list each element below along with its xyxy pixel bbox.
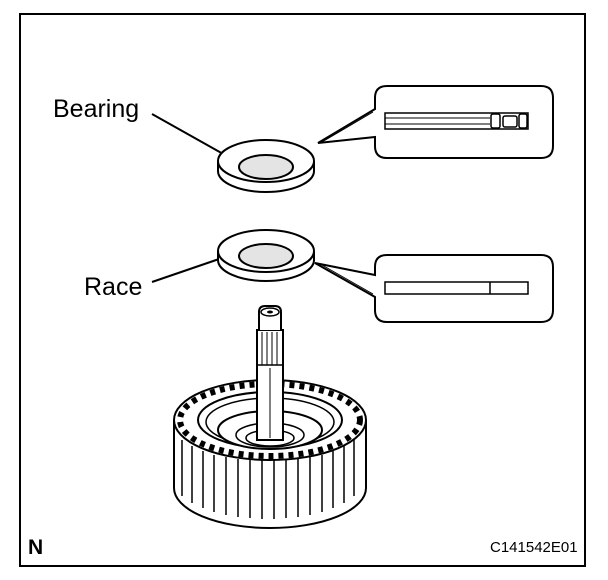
shaft-assembly-icon (173, 305, 367, 529)
north-mark: N (28, 536, 44, 559)
race-ring-icon (217, 229, 315, 282)
race-cross-section-callout (314, 254, 554, 323)
bearing-cross-section-callout (317, 85, 554, 159)
race-leader-line (151, 257, 223, 283)
bearing-leader-line (151, 113, 226, 156)
bearing-ring-icon (217, 139, 315, 193)
race-label: Race (84, 273, 143, 301)
figure-code: C141542E01 (490, 539, 578, 556)
bearing-label: Bearing (53, 95, 140, 123)
